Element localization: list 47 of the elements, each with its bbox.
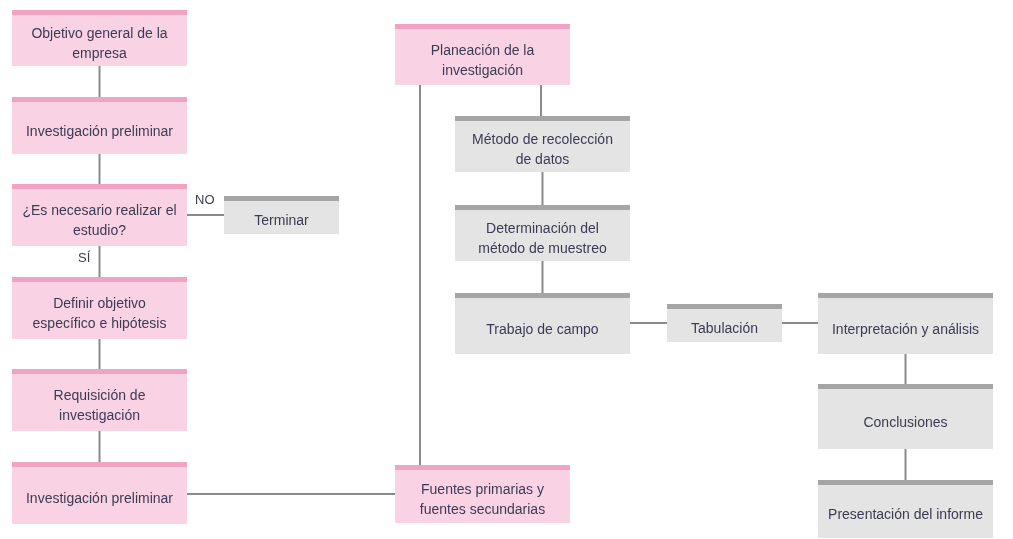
connector-line <box>98 430 101 463</box>
box-text: Trabajo de campo <box>486 319 599 339</box>
connector-line <box>98 338 101 370</box>
box-text: Conclusiones <box>863 412 948 432</box>
connector-line <box>186 493 396 495</box>
process-box <box>395 465 570 523</box>
box-text: Investigación preliminar <box>25 121 174 141</box>
process-box <box>12 97 187 154</box>
connector-line <box>98 153 101 185</box>
box-text: Presentación del informe <box>828 505 983 524</box>
process-box <box>224 196 339 234</box>
connector-line <box>541 171 544 206</box>
connector-line <box>186 214 225 216</box>
process-box <box>12 10 187 66</box>
connector-line <box>629 322 668 324</box>
box-text: Fuentes primarias y fuentes secundarias <box>418 480 547 519</box>
connector-line <box>781 322 819 324</box>
process-box <box>12 462 187 524</box>
process-box <box>395 24 570 85</box>
process-box <box>818 293 993 354</box>
box-text: ¿Es necesario realizar el estudio? <box>21 201 178 240</box>
connector-line <box>98 245 101 278</box>
box-text: Terminar <box>254 211 309 230</box>
box-text: Definir objetivo específico e hipótesis <box>31 294 168 333</box>
box-text: Interpretación y análisis <box>831 319 980 339</box>
connector-line <box>419 84 421 466</box>
box-text: Objetivo general de la empresa <box>30 24 169 63</box>
process-box <box>667 304 782 342</box>
process-box <box>455 205 630 261</box>
connector-line <box>904 353 907 385</box>
box-text: Requisición de investigación <box>52 386 147 425</box>
process-box <box>12 184 187 246</box>
connector-line <box>904 448 907 481</box>
box-text: Investigación preliminar <box>25 489 174 508</box>
process-box <box>12 277 187 339</box>
connector-line <box>98 65 101 98</box>
process-box <box>818 480 993 538</box>
box-text: Método de recolección de datos <box>471 130 614 169</box>
box-text: Tabulación <box>691 319 758 338</box>
process-box <box>455 293 630 354</box>
box-text: Determinación del método de muestreo <box>477 219 608 258</box>
process-box <box>12 369 187 431</box>
process-box <box>818 384 993 449</box>
process-box <box>455 116 630 172</box>
connector-line <box>541 260 544 294</box>
box-text: Planeación de la investigación <box>429 40 536 80</box>
connector-line <box>540 84 542 117</box>
